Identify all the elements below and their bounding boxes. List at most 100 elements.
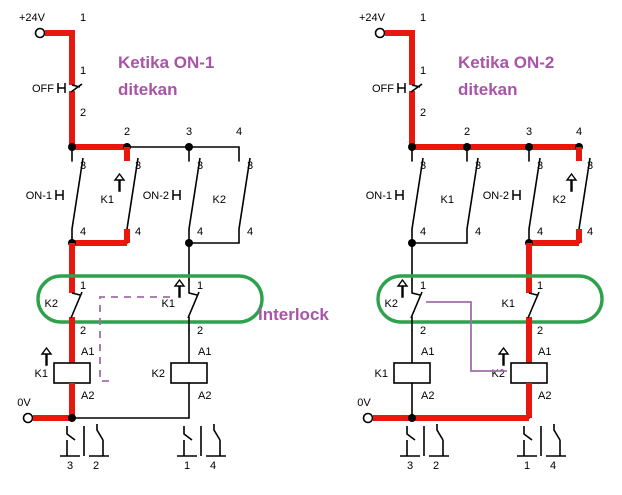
left-aux-contact-2-label-left: 1 [184,460,190,472]
left-link-line [99,296,170,382]
left-branch-k2-hold-blade [238,157,251,230]
left-branch-k1-hold-label: K1 [101,194,114,206]
left-supply-label: +24V [19,12,46,24]
right-branch-on-1-blade [411,157,424,230]
right-branch-on-1-top-number: 3 [420,160,426,172]
left-rail-num-4: 4 [236,126,242,138]
left-interlock-k1-actuator-arrow-icon [173,278,186,298]
right-branch-on-1-bottom-number: 4 [420,226,426,238]
left-off-top-number: 1 [80,65,86,77]
right-supply-wire [385,30,415,72]
left-coil-k2-body [170,362,208,384]
right-title-line2: ditekan [458,80,518,99]
right-supply-label: +24V [359,12,386,24]
left-interlock-label: Interlock [258,305,329,324]
left-supply-wire [45,30,75,72]
right-branch-k1-hold-label: K1 [441,194,454,206]
left-coil-k1-label: K1 [35,368,48,380]
left-coil-k2-terminal-a2: A2 [198,390,211,402]
right-interlock-k2-actuator-arrow-icon [396,278,409,298]
right-interlock-k1-bottom-number: 2 [537,325,543,337]
right-coil-k2-terminal-a2: A2 [538,390,551,402]
left-branch-k1-hold-blade [126,157,139,230]
right-branch-k2-hold-top-number: 3 [587,160,593,172]
right-aux-contact-1-right-blade [436,424,444,441]
left-off-switch-blade [70,83,83,93]
left-branch-on-1-pushbutton-icon [55,190,64,200]
left-rail-num-3: 3 [186,126,192,138]
right-rail-num-4: 4 [576,126,582,138]
left-aux-contact-2-left-blade [183,426,193,441]
left-interlock-k1-bar [188,292,198,296]
right-branch-k2-hold-label: K2 [553,194,566,206]
right-branch-on-1-pushbutton-icon [395,190,404,200]
left-title-line1: Ketika ON-1 [118,53,214,72]
left-coil-k1-actuator-arrow-icon [40,346,53,366]
right-supply-terminal-number: 1 [420,12,426,24]
left-branch-on-1-bottom-number: 4 [80,226,86,238]
right-branch-on-2-top-number: 3 [537,160,543,172]
left-interlock-k2-blade [70,291,83,319]
left-coil-k2-label: K2 [152,368,165,380]
right-branch-on-2-label: ON-2 [483,190,509,202]
right-ground-node [408,414,416,422]
left-branch-k1-hold-top-number: 3 [135,160,141,172]
left-aux-contact-1-label-right: 2 [93,460,99,472]
right-aux-contact-2-label-right: 4 [550,460,556,472]
right-off-switch-blade [410,83,423,93]
left-branch-on-1-label: ON-1 [26,190,52,202]
right-branch-on-1-label: ON-1 [366,190,392,202]
right-interlock-k1-blade [527,291,540,319]
left-interlock-k1-blade [187,291,200,319]
right-ground-label: 0V [357,397,371,409]
right-branch-k1-hold-blade [466,157,479,230]
right-title-line1: Ketika ON-2 [458,53,554,72]
right-coil-k1-body [393,362,431,384]
left-interlock-k1-top-number: 1 [197,280,203,292]
left-rail-num-2: 2 [124,126,130,138]
right-aux-contact-2-left-blade [523,426,533,441]
right-interlock-k1-bar [528,292,538,296]
left-off-pushbutton-icon [57,83,66,93]
right-coil-k2-body [510,362,548,384]
left-branch-on-1-blade [71,157,84,230]
right-branch-on-2-blade [528,157,541,230]
left-ground-terminal [22,412,34,424]
left-off-bottom-number: 2 [80,107,86,119]
left-aux-contact-1-right-blade [96,424,104,441]
left-coil-k1-terminal-a2: A2 [81,390,94,402]
left-branch-k1-hold-actuator-arrow-icon [113,172,126,192]
right-branch-k2-hold-bottom-number: 4 [587,226,593,238]
left-coil-k1-body [53,362,91,384]
right-coil-k2-actuator-arrow-icon [497,346,510,366]
left-ground-node [68,414,76,422]
left-aux-contact-2-right-blade [213,424,221,441]
left-supply-terminal [34,27,46,39]
right-rail-num-2: 2 [464,126,470,138]
left-branch-on-2-pushbutton-icon [172,190,181,200]
left-supply-terminal-number: 1 [80,12,86,24]
left-branch-k2-hold-top-number: 3 [247,160,253,172]
right-interlock-k2-bottom-number: 2 [420,325,426,337]
left-branch-k1-hold-bottom-number: 4 [135,226,141,238]
right-branch-k1-hold-top-number: 3 [475,160,481,172]
left-aux-contact-1-left-blade [66,426,76,441]
left-aux-contact-1-label-left: 3 [67,460,73,472]
right-coil-k1-terminal-a2: A2 [421,390,434,402]
right-interlock-k2-bar [411,292,421,296]
right-interlock-ring [376,274,604,324]
right-supply-terminal [374,27,386,39]
right-off-bottom-number: 2 [420,107,426,119]
left-interlock-k1-label: K1 [162,298,175,310]
right-branch-k1-hold-bottom-number: 4 [475,226,481,238]
left-branch-on-2-top-number: 3 [197,160,203,172]
left-interlock-k1-bottom-number: 2 [197,325,203,337]
right-off-label: OFF [372,83,394,95]
right-link-line [426,301,507,372]
left-coil-k2-terminal-a1: A1 [198,346,211,358]
left-interlock-k2-top-number: 1 [80,280,86,292]
right-interlock-k2-blade [410,291,423,319]
right-aux-contact-1-label-left: 3 [407,460,413,472]
